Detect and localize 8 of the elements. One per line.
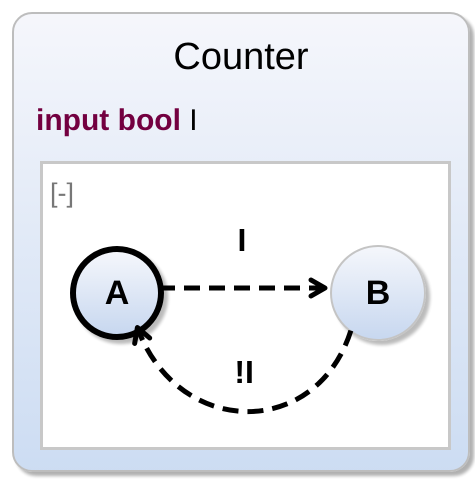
state-box <box>12 12 470 472</box>
state-title: Counter <box>172 36 310 79</box>
state-name: A <box>104 274 130 312</box>
transition-arrow <box>134 325 354 414</box>
state-name: B <box>366 274 390 312</box>
region-box <box>40 161 451 450</box>
region-toggle: [-] <box>50 178 74 209</box>
variable-declaration: input bool I <box>36 104 198 138</box>
